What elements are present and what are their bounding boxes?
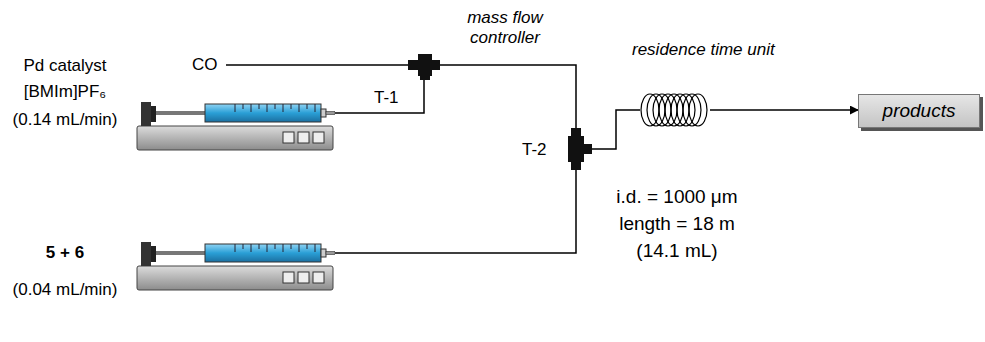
- part-label: T-1: [374, 88, 399, 108]
- syringe-pump: Pd catalyst[BMIm]PF₆(0.14 mL/min): [135, 100, 335, 152]
- syringe-pump-drawing: [135, 240, 335, 292]
- part-label: 5 + 6: [0, 243, 130, 263]
- tee-mixer: T-2: [560, 128, 592, 170]
- tubing-connector: [335, 170, 576, 253]
- residence-coil-drawing: [640, 92, 710, 128]
- dimension-label: length = 18 m: [592, 213, 762, 235]
- products-box: products: [858, 94, 980, 128]
- tubing-connector: [710, 109, 858, 111]
- tee-mixer-drawing: [408, 50, 440, 80]
- tee-mixer: T-1: [408, 50, 440, 80]
- dimension-label: (14.1 mL): [592, 240, 762, 262]
- gas-label: CO: [192, 55, 218, 75]
- tubing-connector: [440, 65, 576, 128]
- part-label: Pd catalyst: [0, 56, 130, 76]
- dimension-label: i.d. = 1000 μm: [592, 186, 762, 208]
- box-label: products: [859, 95, 979, 122]
- device-label: mass flow controller: [455, 8, 555, 47]
- part-label: T-2: [522, 140, 547, 160]
- part-label: (0.04 mL/min): [0, 280, 130, 300]
- tubing-connector: [592, 110, 640, 149]
- part-label: residence time unit: [632, 40, 775, 60]
- syringe-pump: 5 + 6(0.04 mL/min): [135, 240, 335, 292]
- tubing-connector: [335, 80, 424, 113]
- co-feed-line: [226, 64, 409, 66]
- part-label: [BMIm]PF₆: [0, 82, 130, 102]
- syringe-pump-drawing: [135, 100, 335, 152]
- tee-mixer-drawing: [560, 128, 592, 170]
- residence-coil: residence time unit: [640, 92, 710, 128]
- part-label: (0.14 mL/min): [0, 110, 130, 130]
